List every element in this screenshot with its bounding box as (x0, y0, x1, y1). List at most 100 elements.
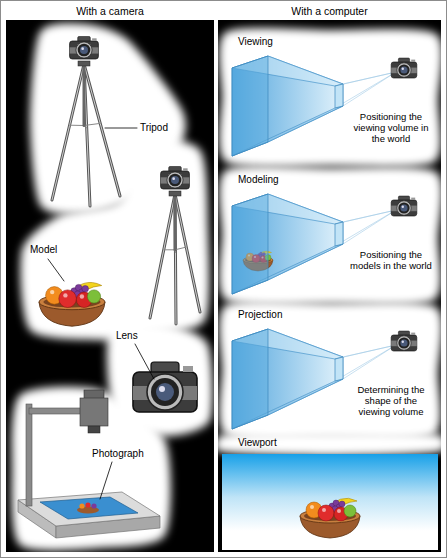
enlarger-base-top (18, 492, 160, 526)
column-panel: With a cameraTripodModelLensPhotograph (6, 2, 216, 552)
sight-line (343, 210, 396, 222)
illustration-region: Lens (108, 322, 210, 436)
camera-glass (156, 383, 174, 401)
part-label: Lens (116, 330, 138, 342)
camera-glint (159, 386, 165, 392)
camera-glass (80, 46, 88, 54)
illustration-region: Tripod (26, 24, 184, 214)
photo-fruit (79, 503, 84, 508)
camera-button (183, 366, 193, 372)
tripod-leg-shine (175, 194, 176, 324)
fruit-highlight (80, 294, 84, 298)
column-heading: With a camera (6, 5, 214, 17)
glow-blob (219, 28, 441, 167)
camera-lens-ring (397, 336, 411, 350)
photo-fruit (91, 503, 96, 508)
camera-lens-ring (76, 42, 92, 58)
camera-glint (81, 47, 84, 50)
camera-glass (400, 339, 407, 346)
camera-glint (402, 206, 404, 208)
camera-button (411, 198, 415, 200)
camera-glass (400, 66, 407, 73)
tripod-leg (150, 194, 175, 318)
fruit-highlight (50, 290, 54, 294)
part-label: Model (30, 244, 57, 256)
enlarger (18, 390, 160, 538)
tripod-leg (52, 64, 84, 200)
step-region: ProjectionDetermining the shape of the v… (222, 303, 438, 439)
step-description: Positioning the models in the world (348, 250, 434, 272)
camera-lens (398, 202, 409, 213)
camera-icon (391, 196, 417, 216)
sight-line (335, 210, 396, 246)
viewing-volume (232, 56, 396, 156)
fruit-highlight (310, 505, 314, 509)
tripod-leg-shine (84, 64, 120, 196)
near-plane (335, 84, 343, 108)
step-description: Determining the shape of the viewing vol… (348, 385, 434, 418)
camera-body (70, 41, 99, 59)
near-plane (335, 357, 343, 381)
glow-blob (219, 301, 441, 440)
illustration-region: Photograph (12, 388, 166, 548)
part-label: Tripod (140, 122, 168, 134)
computer-side (218, 28, 441, 550)
part-label: Photograph (92, 448, 144, 460)
sight-line (335, 72, 396, 108)
tripod-brace (84, 123, 100, 125)
camera-icon (391, 58, 417, 78)
grape (339, 501, 345, 507)
tripod-column (174, 194, 177, 250)
far-plane (232, 56, 268, 156)
camera-body (391, 62, 417, 78)
fruit-highlight (63, 293, 67, 297)
camera-lens-ring (397, 201, 411, 215)
camera-body (133, 372, 197, 412)
glow-blob (20, 138, 209, 340)
far-plane (232, 329, 268, 429)
glow-blob (219, 166, 441, 305)
step-heading: Modeling (238, 174, 279, 186)
tripod-icon (150, 191, 200, 324)
step-description: Positioning the viewing volume in the wo… (348, 112, 434, 145)
sight-line (343, 72, 396, 84)
near-plane (335, 222, 343, 246)
sight-line (335, 72, 396, 86)
tripod-leg-shine (175, 194, 200, 312)
sight-line (335, 345, 396, 359)
photo-fruit (85, 502, 90, 507)
apple (59, 290, 77, 308)
leader-line (105, 128, 137, 129)
sight-line (343, 345, 396, 357)
apple (318, 505, 334, 521)
leader-line (100, 462, 112, 499)
camera-panel (6, 20, 214, 552)
sight-line (343, 210, 396, 244)
camera-lens (169, 174, 182, 187)
enlarger-lamp (84, 390, 104, 399)
camera-side (12, 23, 213, 550)
enlarger-head (80, 398, 108, 426)
tripod-leg-shine (52, 64, 84, 200)
grape (82, 286, 89, 293)
column-panel: With a computerViewingPositioning the vi… (218, 2, 443, 552)
tripod-column (83, 64, 86, 126)
camera-button (183, 168, 188, 171)
column-heading: With a computer (218, 5, 441, 17)
tripod-leg (175, 194, 176, 324)
camera-icon (161, 167, 190, 190)
fruit-highlight (337, 509, 341, 513)
leader-line (135, 344, 154, 379)
fruit-bowl (300, 498, 360, 538)
sight-line (343, 345, 396, 379)
camera-button (92, 38, 97, 41)
camera-body (391, 200, 417, 216)
camera-button (411, 333, 415, 335)
photo-paper (40, 497, 138, 519)
camera-glint (402, 68, 404, 70)
step-heading: Projection (238, 309, 282, 321)
volume-hull (232, 194, 343, 294)
